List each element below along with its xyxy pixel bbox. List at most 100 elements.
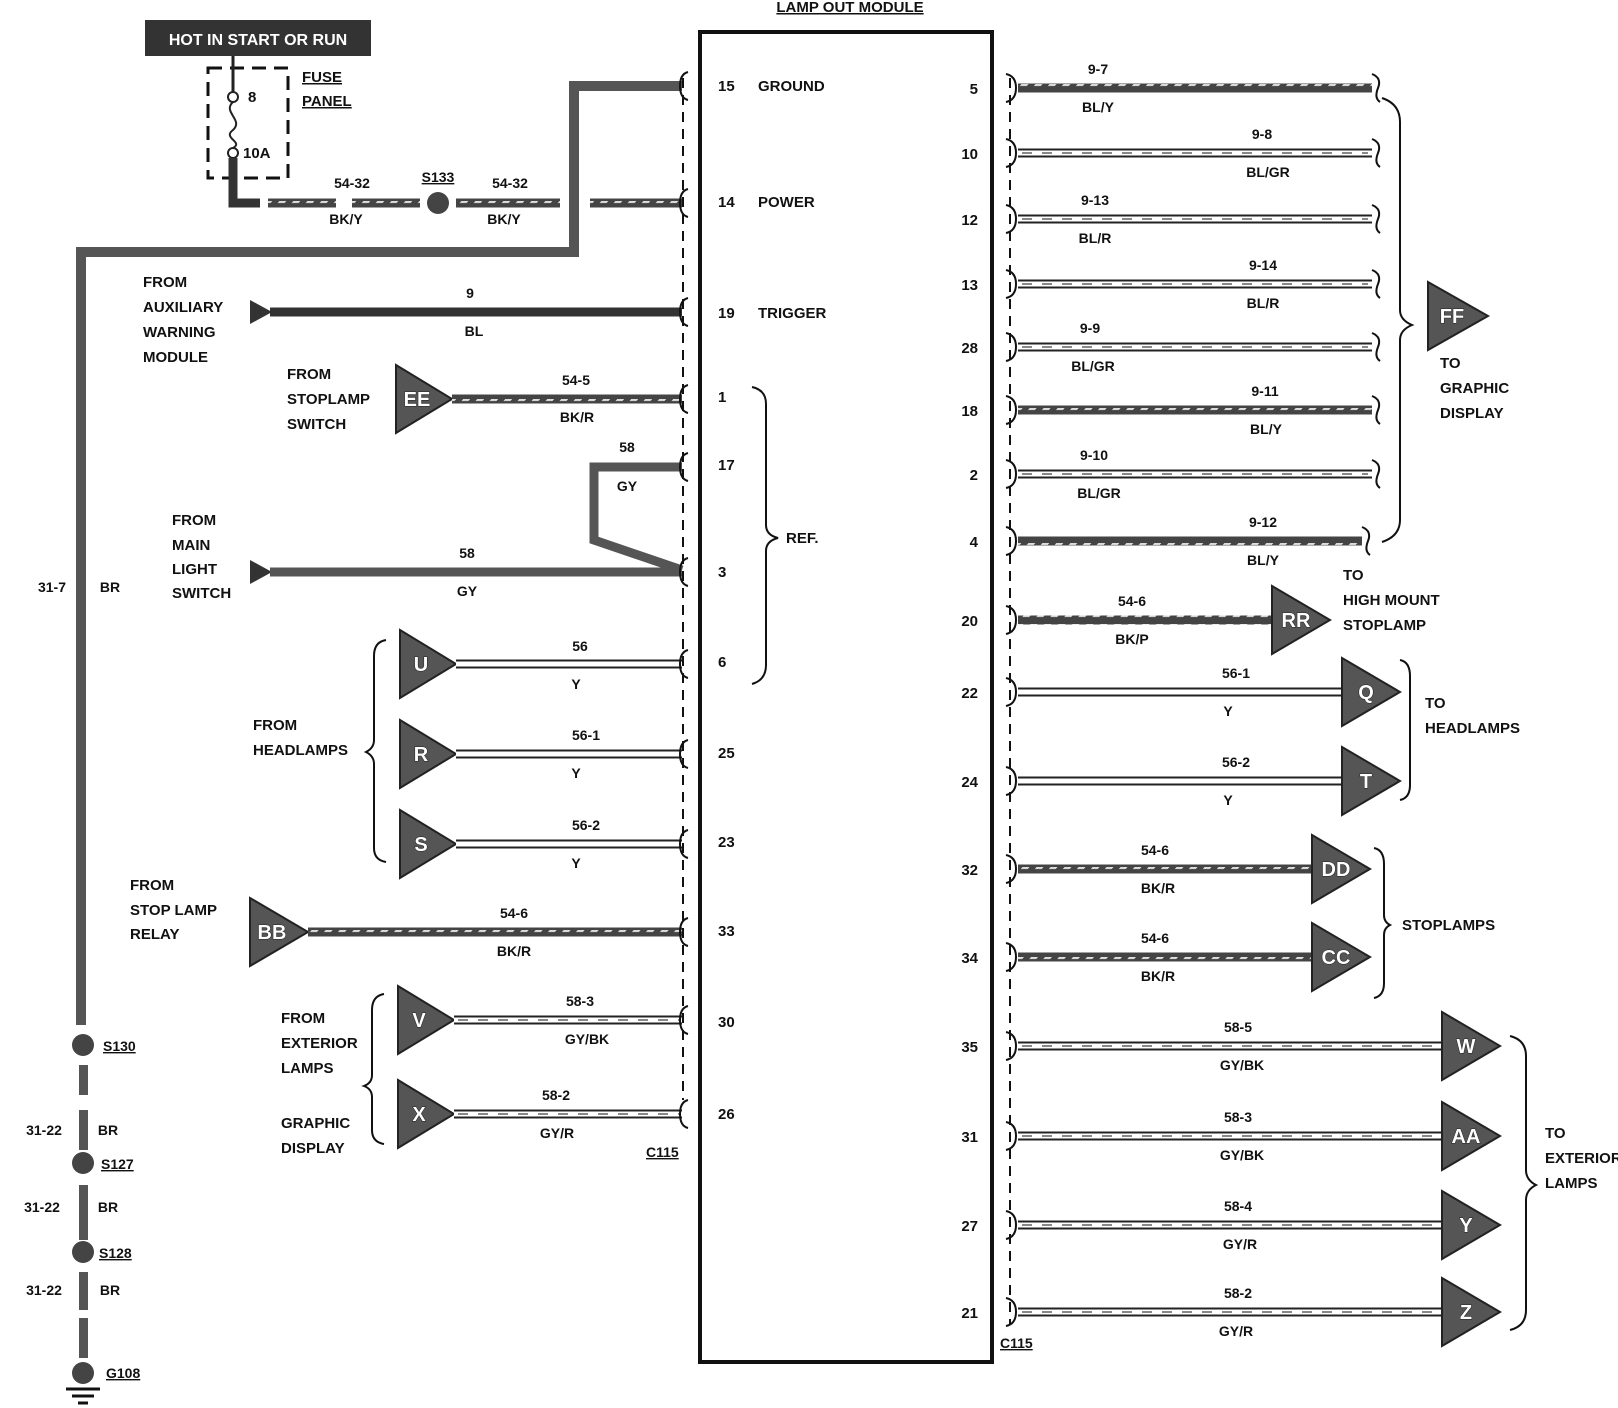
right-pin-27: 27 xyxy=(961,1218,978,1235)
mainlight-source-4: SWITCH xyxy=(172,585,231,602)
left-terminal-bracket xyxy=(678,917,689,947)
tag-q xyxy=(1341,656,1402,728)
exterior-to-brace xyxy=(1509,1035,1539,1331)
right-pin-22: 22 xyxy=(961,685,978,702)
right-wire-color: BK/R xyxy=(1141,880,1175,896)
tag-y-text: Y xyxy=(1459,1215,1473,1237)
graphic-to-3: DISPLAY xyxy=(1440,405,1504,422)
v-code: 58-3 xyxy=(566,993,594,1009)
right-wire-end-bracket xyxy=(1371,138,1381,168)
right-terminal-bracket xyxy=(1005,204,1018,234)
pin-25: 25 xyxy=(718,745,735,762)
right-pin-10: 10 xyxy=(961,146,978,163)
ground-seg-4 xyxy=(79,1318,88,1358)
right-outputs: 59-7BL/Y109-8BL/GR129-13BL/R139-14BL/R28… xyxy=(961,61,1502,1348)
mainlight-code: 58 xyxy=(459,545,475,561)
right-terminal-bracket xyxy=(1005,1121,1018,1151)
ground-seg-1-code: 31-22 xyxy=(26,1122,62,1138)
power-wire-drop xyxy=(228,158,260,208)
right-terminal-bracket xyxy=(1005,605,1018,635)
tag-w xyxy=(1441,1010,1502,1082)
stoplamp-code: 54-5 xyxy=(562,372,590,388)
tag-r xyxy=(399,718,458,790)
left-terminal-bracket xyxy=(678,71,689,101)
right-wire-code: 56-2 xyxy=(1222,754,1250,770)
fuse-panel-box xyxy=(206,66,290,180)
right-wire-color: Y xyxy=(1223,703,1233,719)
stoplamps-label: STOPLAMPS xyxy=(1402,917,1495,934)
right-wire-color: BL/GR xyxy=(1077,485,1121,501)
tag-z-text: Z xyxy=(1460,1302,1472,1324)
ref-label: REF. xyxy=(786,530,819,547)
ground-seg-3 xyxy=(79,1272,88,1310)
tag-x xyxy=(397,1078,456,1150)
aux-source-2: AUXILIARY xyxy=(143,299,223,316)
right-terminal-bracket xyxy=(1005,677,1018,707)
v-color: GY/BK xyxy=(565,1031,609,1047)
x-color: GY/R xyxy=(540,1125,574,1141)
right-terminal-bracket xyxy=(1005,766,1018,796)
right-wire-code: 54-6 xyxy=(1141,930,1169,946)
stoplamp-source-1: FROM xyxy=(287,366,331,383)
pin-6: 6 xyxy=(718,654,726,671)
headlamps-from-2: HEADLAMPS xyxy=(253,742,348,759)
tag-ee xyxy=(395,363,454,435)
left-pins: 15 GROUND 14 POWER 19 TRIGGER 1 17 3 6 2… xyxy=(718,78,827,1123)
headlamps-from-bracket xyxy=(363,639,387,863)
right-pin-20: 20 xyxy=(961,613,978,630)
right-wire-color: BL/Y xyxy=(1250,421,1283,437)
tag-s-text: S xyxy=(414,834,427,856)
tag-cc xyxy=(1311,921,1372,993)
right-wire-code: 58-3 xyxy=(1224,1109,1252,1125)
power-right-code: 54-32 xyxy=(492,175,528,191)
right-pin-31: 31 xyxy=(961,1129,978,1146)
splice-s128 xyxy=(72,1241,94,1263)
highmount-to-1: TO xyxy=(1343,567,1364,584)
pin-15-name: GROUND xyxy=(758,78,825,95)
pin-14: 14 xyxy=(718,194,735,211)
graphic-display-brace xyxy=(1381,97,1415,543)
highmount-to-2: HIGH MOUNT xyxy=(1343,592,1440,609)
stoplamp-color: BK/R xyxy=(560,409,594,425)
pin-17: 17 xyxy=(718,457,735,474)
exterior-from-1: FROM xyxy=(281,1010,325,1027)
left-terminal-bracket xyxy=(678,739,689,769)
aux-source-1: FROM xyxy=(143,274,187,291)
ground-g108 xyxy=(72,1362,94,1384)
right-terminal-bracket xyxy=(1005,395,1018,425)
pin-33: 33 xyxy=(718,923,735,940)
aux-source-4: MODULE xyxy=(143,349,208,366)
splice-s128-label: S128 xyxy=(99,1245,132,1261)
splice-s130-label: S130 xyxy=(103,1038,136,1054)
stoplamps-bracket xyxy=(1373,847,1393,999)
right-wire-color: BL/GR xyxy=(1071,358,1115,374)
right-wire-color: GY/R xyxy=(1223,1236,1257,1252)
right-wire-color: BL/R xyxy=(1247,295,1280,311)
right-wire-code: 58-5 xyxy=(1224,1019,1252,1035)
right-pin-12: 12 xyxy=(961,212,978,229)
tag-aa-text: AA xyxy=(1452,1126,1481,1148)
right-terminal-bracket xyxy=(1005,73,1018,103)
right-terminal-bracket xyxy=(1005,459,1018,489)
relay-source-1: FROM xyxy=(130,877,174,894)
right-wire-color: BL/R xyxy=(1079,230,1112,246)
right-wire-color: Y xyxy=(1223,792,1233,808)
right-pin-4: 4 xyxy=(970,534,979,551)
power-right-color: BK/Y xyxy=(487,211,521,227)
exterior-to-2: EXTERIOR xyxy=(1545,1150,1618,1167)
right-wire-color: BL/Y xyxy=(1082,99,1115,115)
right-terminal-bracket xyxy=(1005,269,1018,299)
ground-wire-code: 31-7 xyxy=(38,579,66,595)
right-pin-34: 34 xyxy=(961,950,978,967)
left-terminal-bracket xyxy=(678,384,689,414)
pin-30: 30 xyxy=(718,1014,735,1031)
fuse-icon xyxy=(228,101,238,149)
relay-source-2: STOP LAMP xyxy=(130,902,217,919)
ground-seg-2-code: 31-22 xyxy=(24,1199,60,1215)
ref-bracket xyxy=(751,386,779,685)
tag-v-text: V xyxy=(412,1010,426,1032)
tag-dd-text: DD xyxy=(1322,859,1351,881)
left-terminal-bracket xyxy=(678,297,689,327)
right-wire-code: 58-2 xyxy=(1224,1285,1252,1301)
right-wire-code: 9-7 xyxy=(1088,61,1108,77)
